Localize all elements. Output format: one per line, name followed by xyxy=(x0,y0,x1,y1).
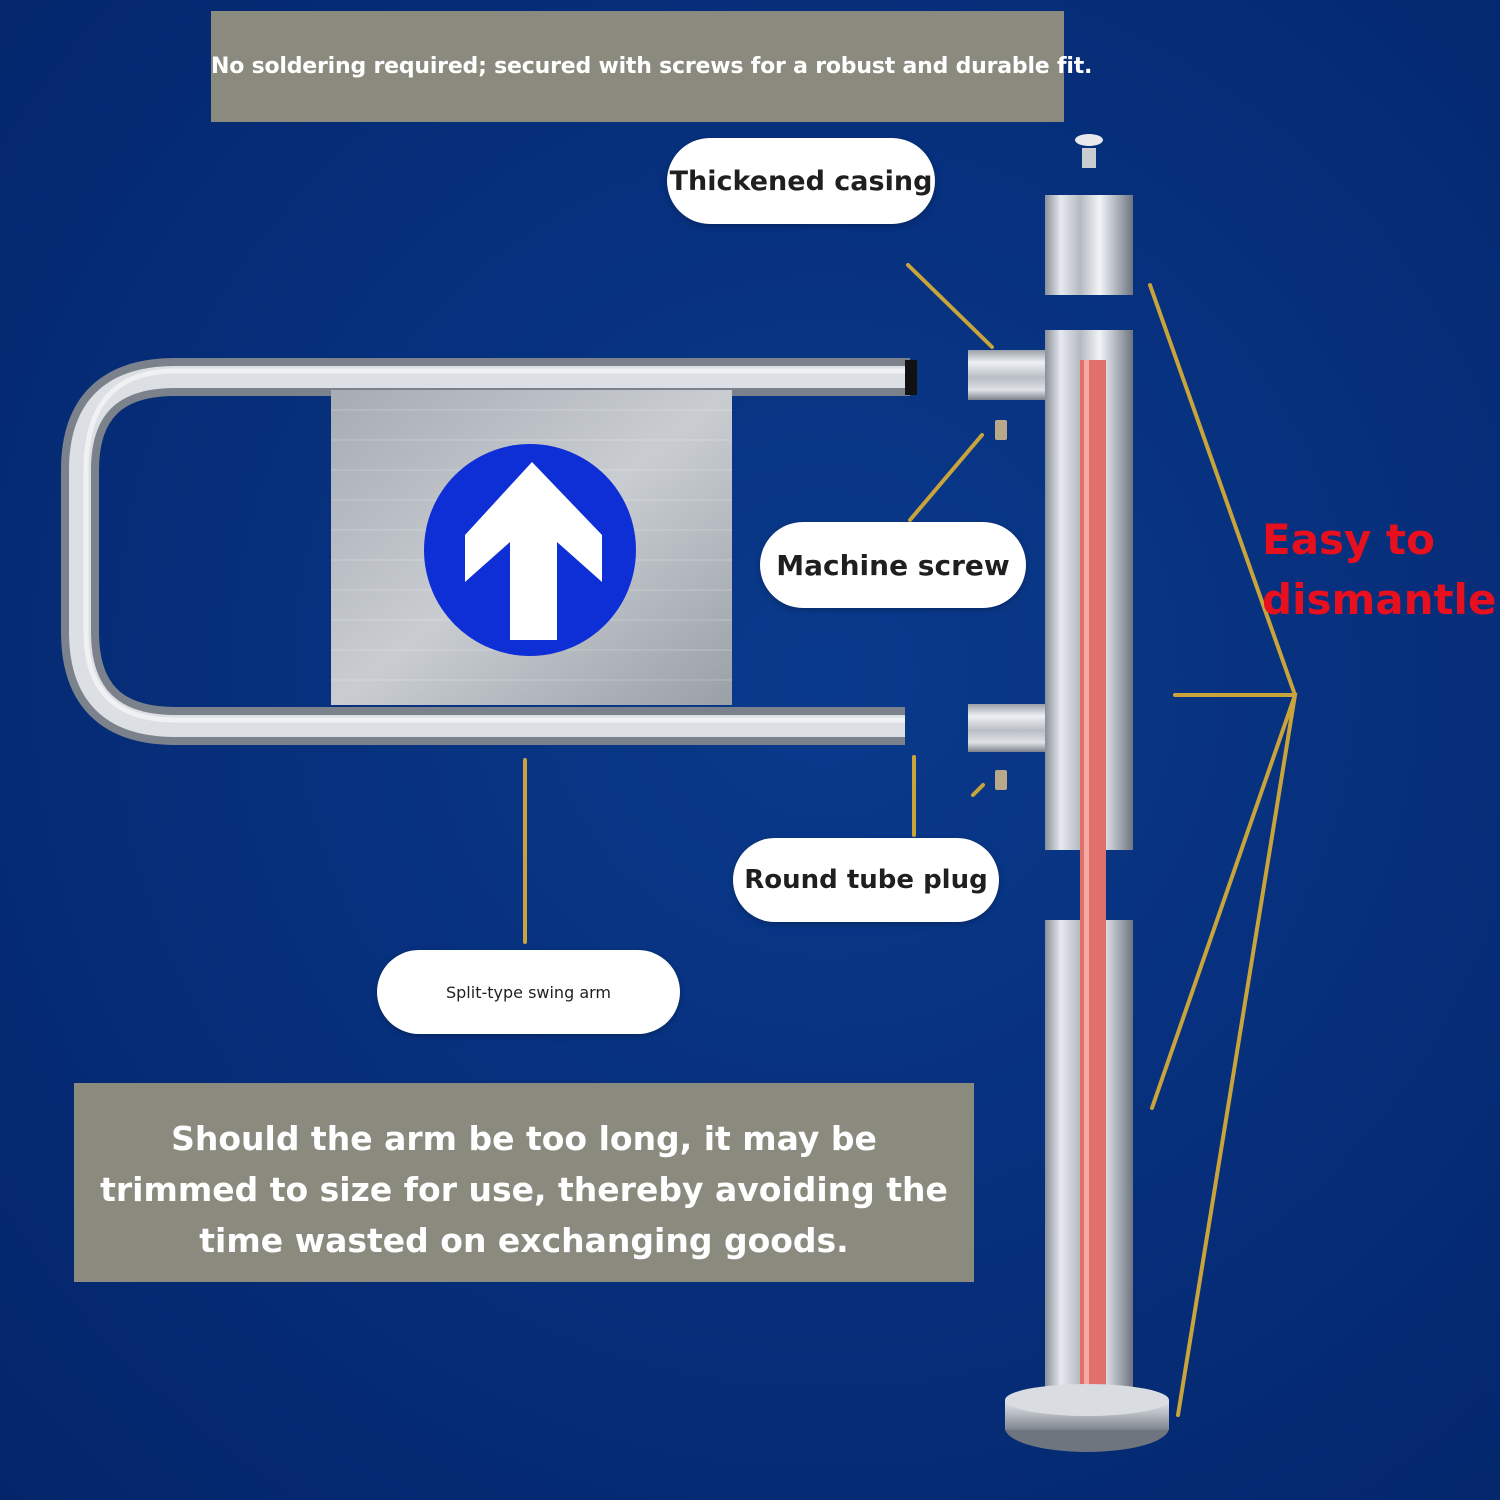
top-note-text: No soldering required; secured with scre… xyxy=(211,54,1093,79)
machine-screw-text: Machine screw xyxy=(776,548,1010,582)
swing-arm xyxy=(61,358,917,745)
red-strip xyxy=(1080,360,1106,1420)
split-swing-arm-label: Split-type swing arm xyxy=(377,950,680,1034)
easy-to-text: Easy to xyxy=(1262,515,1435,564)
thickened-casing-text: Thickened casing xyxy=(669,165,933,197)
round-tube-plug-label: Round tube plug xyxy=(733,838,999,922)
arm-tube-end xyxy=(905,360,917,395)
up-arrow-icon xyxy=(424,444,636,656)
thickened-casing-label: Thickened casing xyxy=(667,138,935,224)
top-note-banner: No soldering required; secured with scre… xyxy=(211,11,1092,122)
bottom-note-text: Should the arm be too long, it may be tr… xyxy=(100,1119,948,1260)
connector-stub-bottom xyxy=(968,704,1048,752)
post-cap xyxy=(1045,195,1133,295)
round-tube-plug-text: Round tube plug xyxy=(744,865,988,895)
dismantle-text: dismantle xyxy=(1262,575,1497,624)
leader-lines xyxy=(523,263,1298,1417)
machine-screw-part xyxy=(995,134,1103,790)
machine-screw-label: Machine screw xyxy=(760,522,1026,608)
bottom-note-banner: Should the arm be too long, it may be tr… xyxy=(74,1083,974,1282)
easy-to-dismantle-callout: Easy to dismantle xyxy=(1262,510,1498,630)
connector-stub-top xyxy=(968,350,1050,400)
split-swing-arm-text: Split-type swing arm xyxy=(445,982,611,1002)
